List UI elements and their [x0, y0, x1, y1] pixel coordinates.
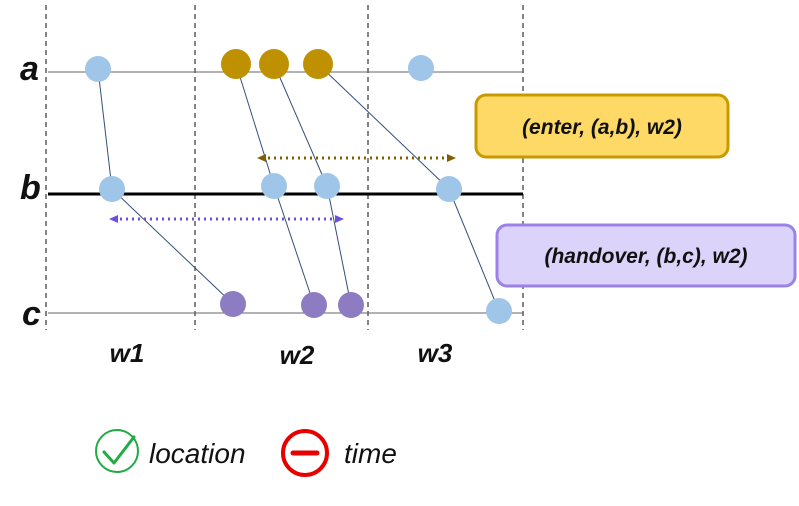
- trajectory-line: [235, 63, 275, 187]
- handover-event-label: (handover, (b,c), w2): [544, 245, 747, 268]
- node-c-w2-purple: [220, 291, 246, 317]
- trajectory-line: [326, 185, 352, 306]
- trajectory-line: [97, 68, 113, 190]
- node-a-w1: [85, 56, 111, 82]
- lane-label-c: c: [22, 295, 41, 333]
- enter-event-label: (enter, (a,b), w2): [522, 116, 682, 139]
- node-a-w2-gold: [259, 49, 289, 79]
- trajectory-line: [273, 63, 328, 187]
- trajectory-line: [111, 188, 234, 305]
- node-c-w2-purple: [338, 292, 364, 318]
- window-label-w3: w3: [418, 338, 453, 368]
- check-circle-icon: [95, 429, 139, 473]
- enter-event-box: [474, 93, 730, 159]
- legend-time-label: time: [344, 438, 397, 469]
- node-a-w2-gold: [303, 49, 333, 79]
- window-label-w2: w2: [280, 340, 315, 370]
- node-b-w3: [436, 176, 462, 202]
- minus-circle-icon: [281, 429, 329, 477]
- node-b-w2: [261, 173, 287, 199]
- node-b-w2: [314, 173, 340, 199]
- node-c-w3: [486, 298, 512, 324]
- handover-event-box: [495, 223, 797, 288]
- trajectory-line: [273, 185, 315, 306]
- node-c-w2-purple: [301, 292, 327, 318]
- node-a-w3: [408, 55, 434, 81]
- trajectory-line: [317, 63, 450, 190]
- node-b-w1: [99, 176, 125, 202]
- window-label-w1: w1: [110, 338, 145, 368]
- legend-location-label: location: [149, 438, 246, 469]
- trajectory-line: [448, 188, 500, 312]
- lane-label-a: a: [20, 50, 39, 88]
- lane-label-b: b: [20, 169, 41, 207]
- node-a-w2-gold: [221, 49, 251, 79]
